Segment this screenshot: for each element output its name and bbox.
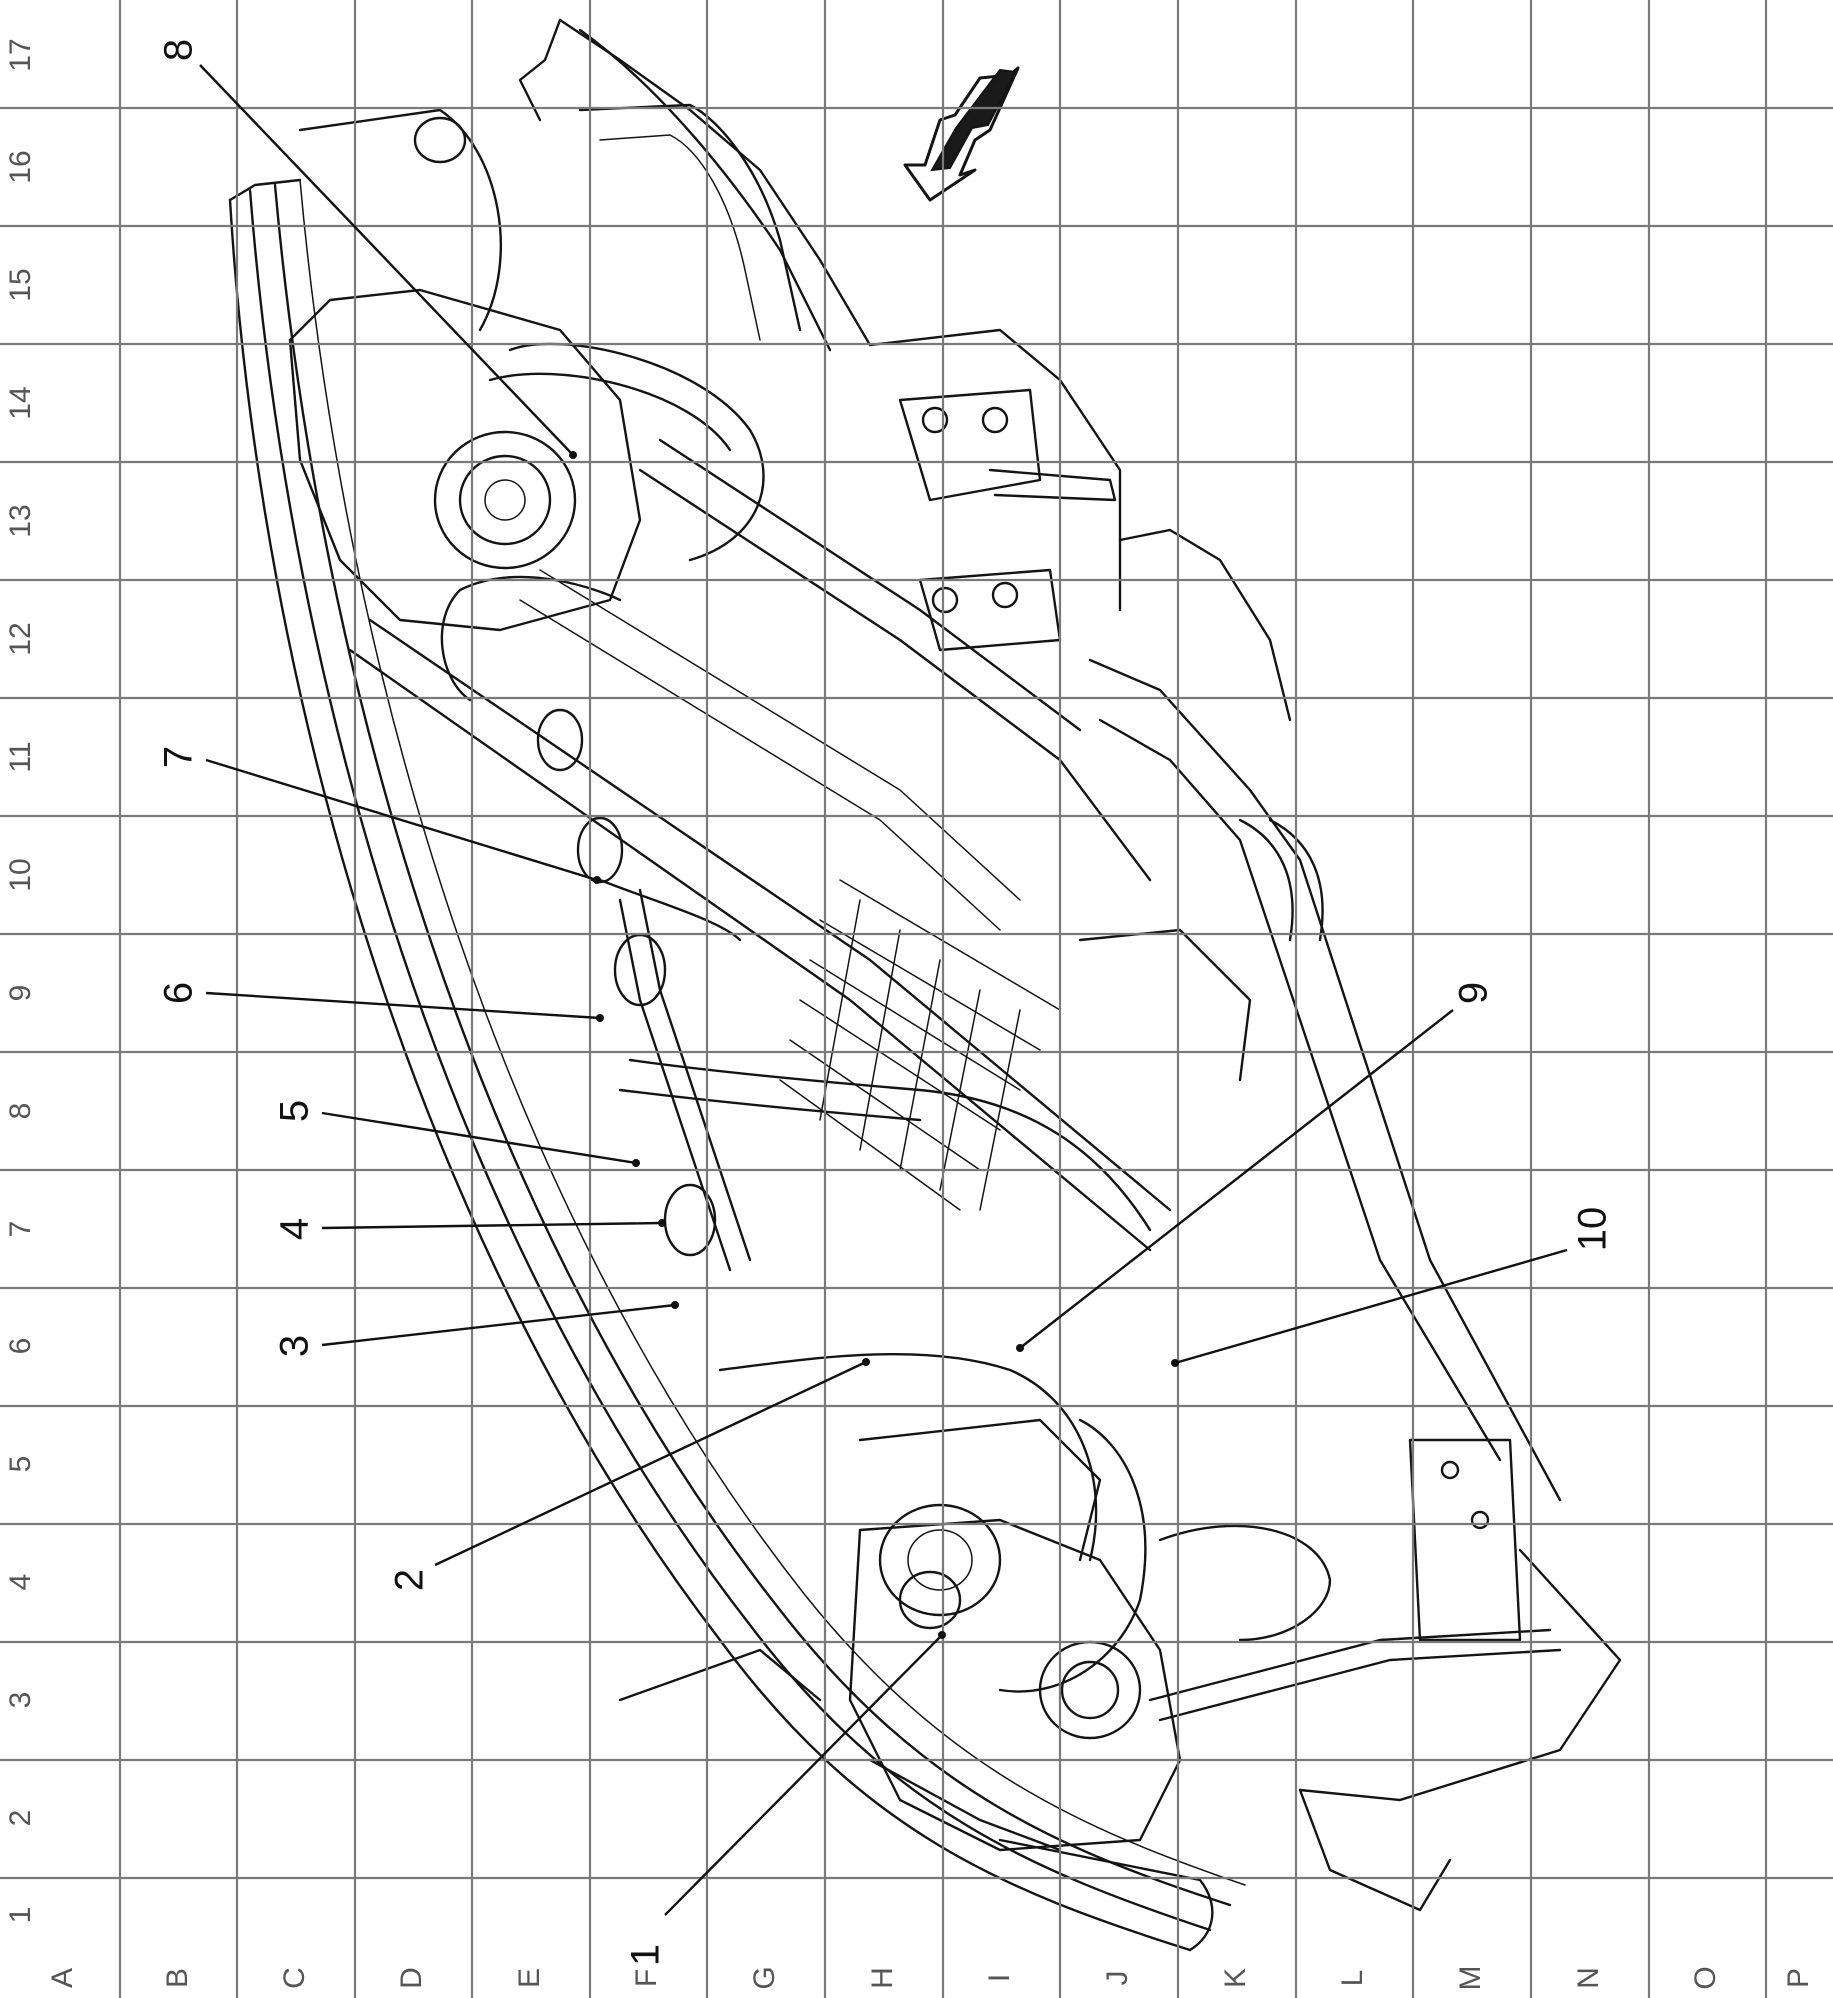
callout-8: 8: [157, 39, 577, 459]
column-label: I: [983, 1974, 1016, 1982]
column-label: K: [1219, 1968, 1252, 1988]
column-label: O: [1689, 1966, 1722, 1989]
callout-9: 9: [1016, 982, 1496, 1352]
column-label: L: [1336, 1970, 1369, 1987]
callout-6: 6: [157, 982, 604, 1022]
column-label: F: [630, 1969, 663, 1987]
callout-label: 8: [157, 39, 201, 61]
row-label: 3: [4, 1692, 37, 1709]
callout-1: 1: [624, 1631, 946, 1966]
callout-label: 6: [157, 982, 201, 1004]
row-label: 5: [4, 1456, 37, 1473]
callout-label: 1: [624, 1944, 668, 1966]
row-label: 16: [4, 150, 37, 183]
row-label: 4: [4, 1574, 37, 1591]
callout-3: 3: [273, 1301, 679, 1357]
column-label: G: [748, 1966, 781, 1989]
row-label: 12: [4, 622, 37, 655]
direction-arrow-icon: [903, 66, 1020, 202]
column-label: A: [46, 1968, 79, 1988]
callout-label: 9: [1452, 982, 1496, 1004]
row-label: 17: [4, 38, 37, 71]
column-label: C: [278, 1967, 311, 1989]
callout-label: 3: [273, 1335, 317, 1357]
row-label: 1: [4, 1907, 37, 1924]
callout-4: 4: [273, 1218, 666, 1240]
callout-label: 2: [388, 1569, 432, 1591]
column-labels: A B C D E F G H I J K L M N O P: [46, 1966, 1815, 1991]
column-label: J: [1101, 1971, 1134, 1986]
row-label: 10: [4, 858, 37, 891]
callout-label: 4: [273, 1218, 317, 1240]
row-label: 8: [4, 1103, 37, 1120]
row-label: 15: [4, 268, 37, 301]
callout-2: 2: [388, 1358, 870, 1591]
row-label: 14: [4, 386, 37, 419]
row-label: 11: [4, 741, 37, 772]
row-labels: 1 2 3 4 5 6 7 8 9 10 11 12 13 14 15 16 1…: [4, 38, 37, 1923]
column-label: P: [1782, 1968, 1815, 1988]
callout-10: 10: [1171, 1207, 1615, 1367]
callout-label: 5: [273, 1100, 317, 1122]
row-label: 9: [4, 985, 37, 1002]
column-label: E: [513, 1968, 546, 1988]
callout-label: 7: [157, 746, 201, 768]
row-label: 6: [4, 1338, 37, 1355]
column-label: N: [1572, 1967, 1605, 1989]
row-label: 2: [4, 1810, 37, 1827]
callout-label: 10: [1571, 1207, 1615, 1252]
column-label: M: [1454, 1966, 1487, 1991]
row-label: 7: [4, 1221, 37, 1238]
column-label: H: [866, 1967, 899, 1989]
callout-7: 7: [157, 746, 601, 884]
column-label: D: [395, 1967, 428, 1989]
callout-5: 5: [273, 1100, 640, 1167]
callouts: 1 2 3 4 5 6: [157, 39, 1615, 1966]
column-label: B: [161, 1968, 194, 1988]
row-label: 13: [4, 504, 37, 537]
